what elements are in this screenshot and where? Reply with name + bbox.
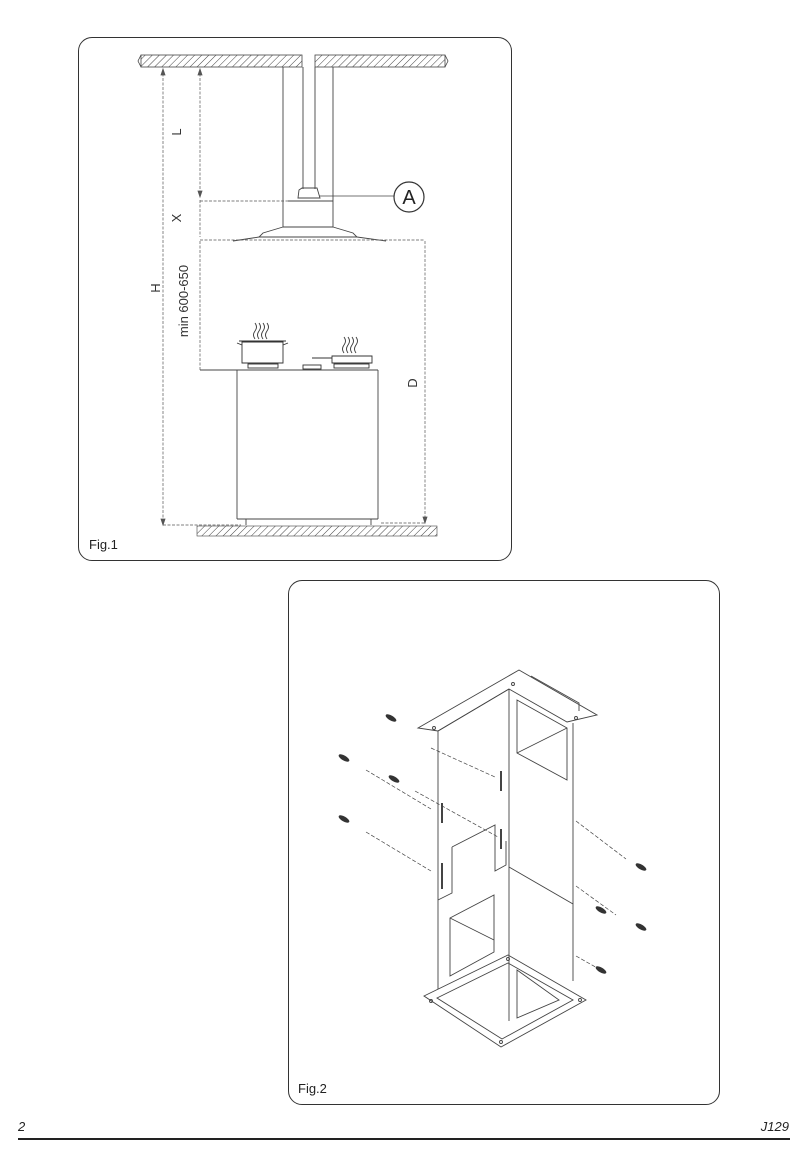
chimney-frame [416,669,599,1048]
screw-icon [635,923,647,931]
svg-text:A: A [402,187,416,209]
kitchen-cabinet [200,369,379,525]
svg-text:D: D [405,378,420,387]
screw-icon [338,815,350,823]
dimension-lines [162,69,426,526]
screw-icon [388,775,400,783]
figure-2-panel: Fig.2 [288,580,720,1105]
pan-icon [302,336,373,370]
page-number: 2 [18,1119,26,1134]
dimension-arrows [160,67,428,527]
document-code: J129 [760,1119,789,1134]
pot-icon [236,322,289,369]
floor [196,525,438,537]
screw-icon [635,863,647,871]
chimney-bracket-exploded-diagram [338,669,647,1048]
hood-installation-diagram: A L X H min 600-650 D [137,54,449,537]
callout-a: A [319,181,425,213]
ceiling [137,54,449,68]
svg-text:X: X [169,213,184,222]
figure-1-label: Fig.1 [89,537,118,552]
figure-2-label: Fig.2 [298,1081,327,1096]
svg-text:L: L [169,128,184,135]
screw-icon [338,754,350,762]
screw-icon [385,714,397,722]
figure-1-panel: A L X H min 600-650 D [78,37,512,561]
screw-guide-lines [365,747,627,970]
svg-text:H: H [148,283,163,292]
screw-icon [595,966,607,974]
screws [338,714,647,974]
chimney [232,67,387,242]
svg-text:min 600-650: min 600-650 [176,265,191,337]
footer-divider [18,1138,790,1140]
screw-icon [595,906,607,914]
